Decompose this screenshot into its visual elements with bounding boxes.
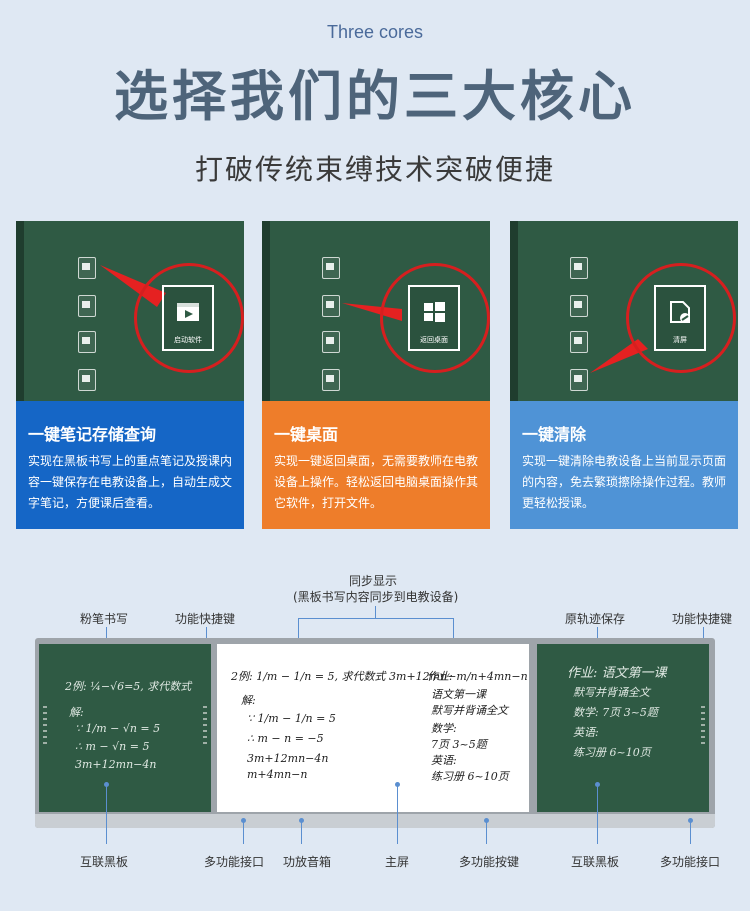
label-left-board: 互联黑板 [80, 855, 129, 869]
label-buttons: 多功能按键 [459, 855, 520, 869]
play-window-icon [78, 257, 96, 279]
zoom-circle: 启动软件 [134, 263, 244, 373]
label-shortcut-keys-right: 功能快捷键 [672, 612, 733, 626]
label-ports-left: 多功能接口 [204, 855, 265, 869]
windows-icon [570, 295, 588, 317]
feature-text: 一键清除 实现一键清除电教设备上当前显示页面的内容，免去繁琐擦除操作过程。教师更… [510, 401, 738, 529]
clear-screen-icon [78, 369, 96, 391]
label-chalk-writing: 粉笔书写 [80, 612, 129, 626]
feature-title: 一键桌面 [274, 425, 339, 444]
sync-subtitle: (黑板书写内容同步到电教设备) [293, 590, 459, 604]
pointer-arrow [590, 339, 648, 373]
main-screen: 2例: 1/m − 1/n = 5, 求代数式 3m+12mn−m/n+4mn−… [217, 644, 529, 812]
feature-screenshot: 启动软件 [16, 221, 244, 401]
feature-card-clear: 清屏 一键清除 实现一键清除电教设备上当前显示页面的内容，免去繁琐擦除操作过程。… [510, 221, 738, 529]
feature-text: 一键桌面 实现一键返回桌面，无需要教师在电教设备上操作。轻松返回电脑桌面操作其它… [262, 401, 490, 529]
kicker: Three cores [326, 22, 424, 42]
smart-blackboard: 2例: ¼−√6=5, 求代数式 解: ∵ 1/m − √n = 5 ∴ m −… [35, 638, 715, 828]
sync-title: 同步显示 [349, 574, 398, 588]
windows-icon [322, 295, 340, 317]
bottom-bezel [35, 814, 715, 828]
label-shortcut-keys-left: 功能快捷键 [175, 612, 236, 626]
zoom-circle: 清屏 [626, 263, 736, 373]
zoom-circle: 返回桌面 [380, 263, 490, 373]
feature-screenshot: 清屏 [510, 221, 738, 401]
feature-desc: 实现在黑板书写上的重点笔记及授课内容一键保存在电教设备上，自动生成文字笔记，方便… [28, 454, 233, 510]
windows-icon: 返回桌面 [408, 285, 460, 351]
play-window-icon [322, 257, 340, 279]
play-window-icon: 启动软件 [162, 285, 214, 351]
feature-card-notes: 启动软件 一键笔记存储查询 实现在黑板书写上的重点笔记及授课内容一键保存在电教设… [16, 221, 244, 529]
clear-screen-icon [570, 369, 588, 391]
feature-screenshot: 返回桌面 [262, 221, 490, 401]
right-chalkboard: 作业: 语文第一课 默写并背诵全文 数学: 7页 3~5题 英语: 练习册 6~… [537, 644, 709, 812]
label-main-screen: 主屏 [385, 855, 410, 869]
feature-desc: 实现一键清除电教设备上当前显示页面的内容，免去繁琐擦除操作过程。教师更轻松授课。 [522, 454, 727, 510]
feature-desc: 实现一键返回桌面，无需要教师在电教设备上操作。轻松返回电脑桌面操作其它软件，打开… [274, 454, 479, 510]
label-ports-right: 多功能接口 [660, 855, 721, 869]
label-trace-save: 原轨迹保存 [565, 612, 626, 626]
label-speaker: 功放音箱 [283, 855, 332, 869]
feather-icon [78, 331, 96, 353]
play-window-icon [570, 257, 588, 279]
feature-title: 一键笔记存储查询 [28, 425, 157, 444]
feature-text: 一键笔记存储查询 实现在黑板书写上的重点笔记及授课内容一键保存在电教设备上，自动… [16, 401, 244, 529]
feather-icon [570, 331, 588, 353]
windows-icon [78, 295, 96, 317]
bottom-divider [0, 911, 750, 915]
label-right-board: 互联黑板 [571, 855, 620, 869]
feature-card-desktop: 返回桌面 一键桌面 实现一键返回桌面，无需要教师在电教设备上操作。轻松返回电脑桌… [262, 221, 490, 529]
page-subtitle: 打破传统束缚技术突破便捷 [194, 153, 555, 186]
feather-icon [322, 331, 340, 353]
feature-title: 一键清除 [522, 425, 587, 444]
left-chalkboard: 2例: ¼−√6=5, 求代数式 解: ∵ 1/m − √n = 5 ∴ m −… [39, 644, 211, 812]
clear-screen-icon [322, 369, 340, 391]
clear-screen-icon: 清屏 [654, 285, 706, 351]
page-title: 选择我们的三大核心 [114, 65, 636, 128]
